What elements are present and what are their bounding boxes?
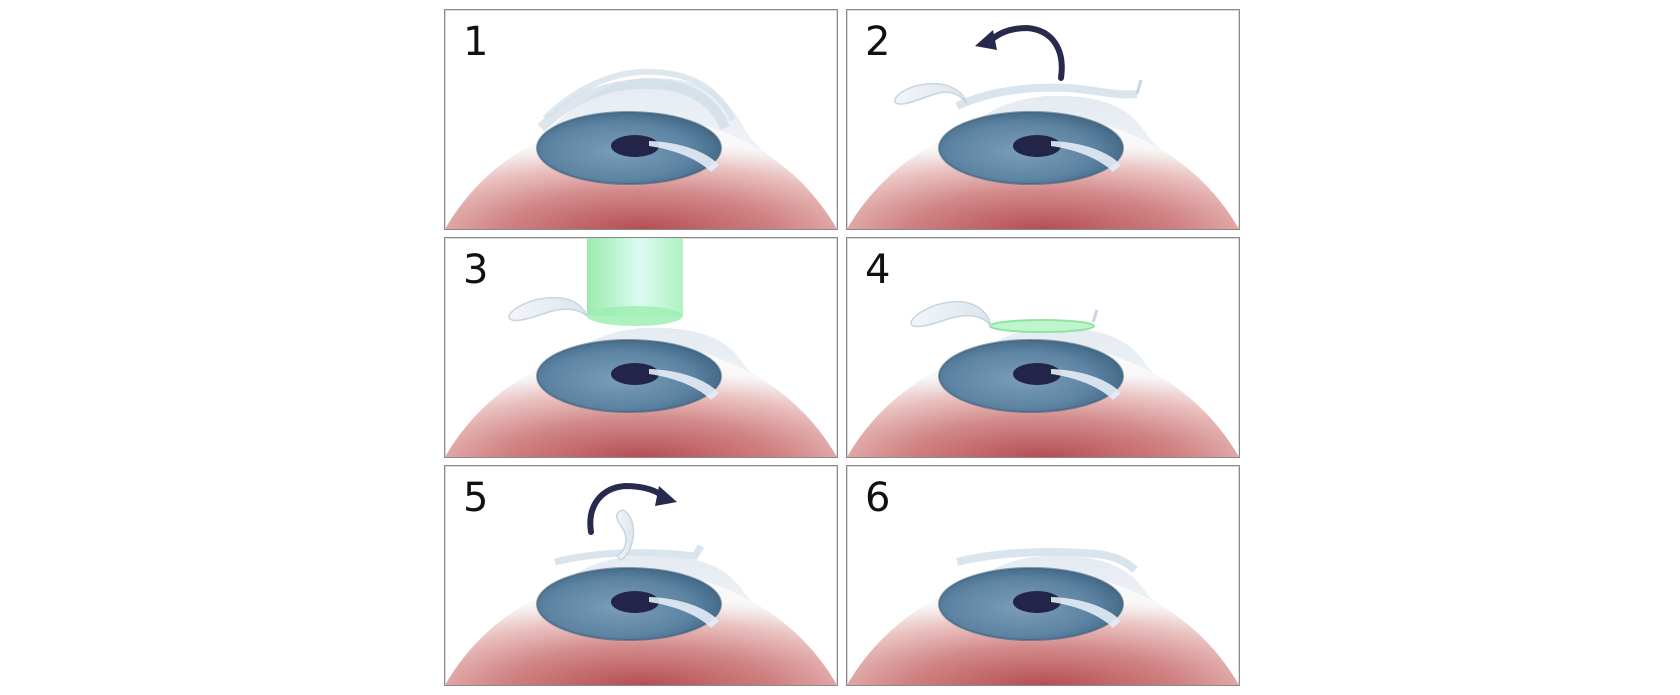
- eye-illustration: [847, 24, 1239, 229]
- eye-illustration: [847, 300, 1239, 457]
- curved-arrow-right-icon: [587, 482, 666, 535]
- procedure-figure-grid: 1 2 3 4: [444, 9, 1240, 686]
- panel-step-4: 4: [846, 237, 1240, 458]
- panel-step-3: 3: [444, 237, 838, 458]
- step-number: 5: [463, 475, 489, 521]
- corneal-flap: [508, 296, 588, 322]
- step-number: 2: [865, 19, 891, 65]
- panel-step-2: 2: [846, 9, 1240, 230]
- step-number: 3: [463, 247, 489, 293]
- laser-treated-zone: [989, 319, 1095, 333]
- eye-illustration: [847, 548, 1239, 685]
- corneal-flap: [615, 509, 635, 561]
- eye-illustration: [445, 482, 837, 685]
- eye-illustration: [445, 68, 837, 229]
- step-number: 4: [865, 247, 891, 293]
- step-number: 6: [865, 475, 891, 521]
- panel-step-5: 5: [444, 465, 838, 686]
- panel-step-1: 1: [444, 9, 838, 230]
- corneal-flap: [894, 82, 968, 105]
- laser-beam: [587, 238, 683, 316]
- panel-step-6: 6: [846, 465, 1240, 686]
- step-number: 1: [463, 19, 489, 65]
- curved-arrow-left-icon: [986, 24, 1065, 81]
- eye-illustration: [445, 238, 837, 457]
- corneal-flap: [910, 300, 992, 328]
